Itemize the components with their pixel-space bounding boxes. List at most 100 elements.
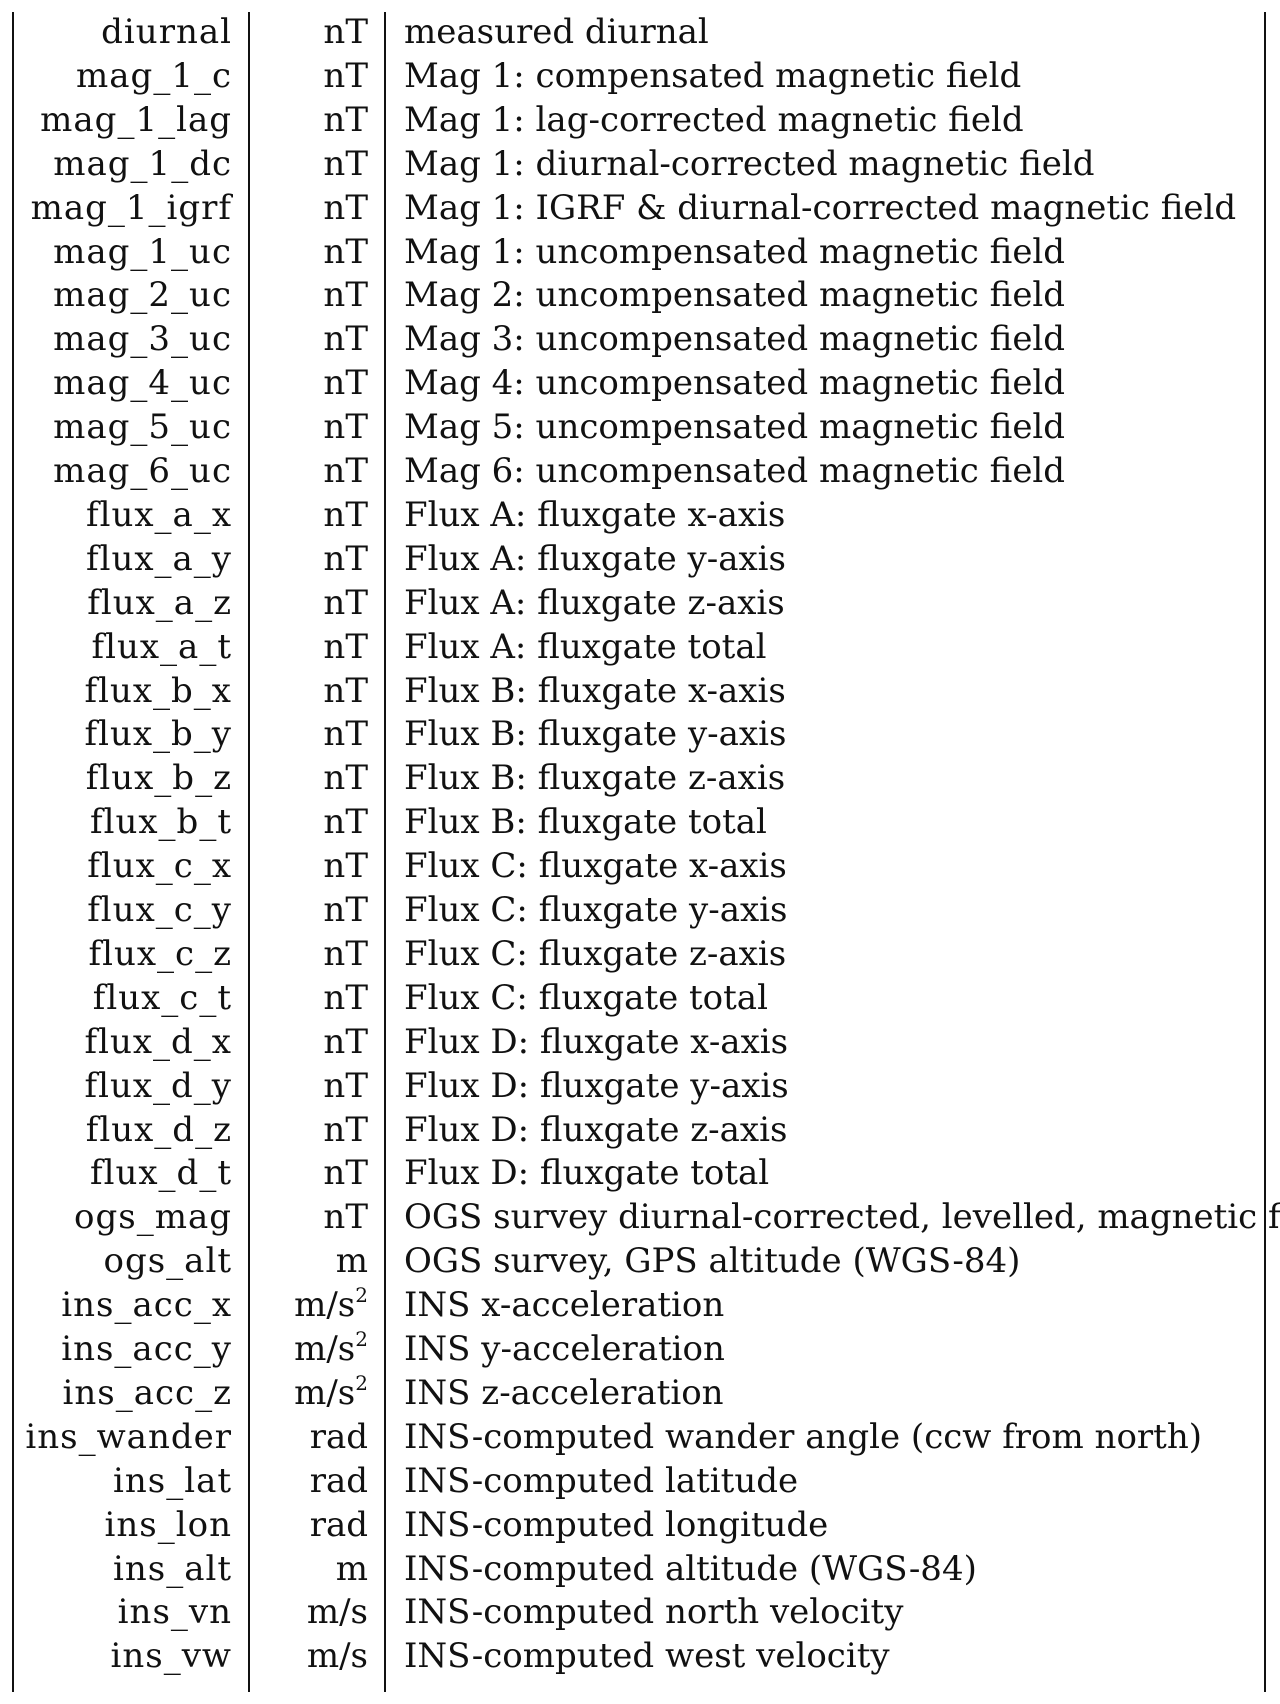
unit-text: nT: [323, 802, 368, 843]
variable-description: Mag 1: lag-corrected magnetic field: [404, 99, 1024, 140]
table-right-border: [1264, 12, 1266, 1692]
variable-name: flux_c_t: [92, 977, 232, 1018]
unit-exponent: 2: [355, 1327, 368, 1351]
table-row: ins_vw m/s INS-computed west velocity: [0, 1634, 1280, 1678]
variable-description: Flux D: fluxgate y-axis: [404, 1065, 789, 1106]
variable-description: Flux A: fluxgate z-axis: [404, 582, 785, 623]
variable-name: flux_b_y: [84, 714, 232, 755]
variable-description: INS-computed north velocity: [404, 1592, 904, 1633]
variable-unit: nT: [256, 317, 368, 361]
variable-description: Flux A: fluxgate y-axis: [404, 538, 787, 579]
variable-name: ins_vw: [110, 1636, 232, 1677]
variable-description: OGS survey diurnal-corrected, levelled, …: [404, 1197, 1280, 1238]
unit-text: m/s: [294, 1372, 356, 1413]
variable-description: INS-computed longitude: [404, 1504, 829, 1545]
variable-name: mag_1_c: [76, 55, 232, 96]
variable-unit: nT: [256, 625, 368, 669]
variable-unit: nT: [256, 361, 368, 405]
variable-name: flux_d_y: [84, 1065, 232, 1106]
variable-unit: nT: [256, 1151, 368, 1195]
variable-name: ins_vn: [117, 1592, 232, 1633]
variable-description: Flux A: fluxgate x-axis: [404, 494, 786, 535]
variable-name: flux_b_z: [85, 758, 232, 799]
unit-text: m/s: [306, 1592, 368, 1633]
unit-text: nT: [323, 1065, 368, 1106]
variable-name: flux_c_y: [87, 890, 232, 930]
variable-unit: nT: [256, 712, 368, 756]
variable-unit: nT: [256, 1195, 368, 1239]
variable-unit: nT: [256, 1020, 368, 1064]
variable-unit: rad: [256, 1503, 368, 1547]
variable-description: Flux A: fluxgate total: [404, 626, 767, 667]
unit-text: nT: [323, 1197, 368, 1238]
table-row: ins_acc_z m/s2 INS z-acceleration: [0, 1371, 1280, 1415]
table-row: ins_vn m/s INS-computed north velocity: [0, 1590, 1280, 1634]
unit-exponent: 2: [355, 1283, 368, 1308]
variable-name: mag_1_dc: [53, 143, 232, 184]
variable-unit: m/s2: [256, 1371, 368, 1415]
unit-text: rad: [309, 1416, 368, 1457]
unit-text: nT: [323, 977, 368, 1018]
variable-description: INS-computed altitude (WGS-84): [404, 1548, 977, 1589]
variable-description: Flux B: fluxgate total: [404, 802, 767, 843]
variable-description: Mag 6: uncompensated magnetic field: [404, 451, 1066, 491]
unit-text: m/s: [294, 1285, 356, 1326]
variable-name: mag_3_uc: [53, 319, 232, 360]
unit-text: m: [335, 1241, 368, 1282]
variable-unit: m: [256, 1547, 368, 1591]
table-left-border: [12, 12, 14, 1692]
variable-description: INS y-acceleration: [404, 1329, 725, 1369]
unit-text: m: [335, 1548, 368, 1589]
variable-unit: rad: [256, 1459, 368, 1503]
unit-text: nT: [323, 626, 368, 667]
variable-name: flux_b_t: [90, 802, 232, 843]
unit-text: rad: [309, 1504, 368, 1545]
variable-name: flux_d_z: [85, 1109, 232, 1150]
variable-description: INS-computed west velocity: [404, 1636, 890, 1677]
unit-text: nT: [323, 231, 368, 272]
unit-text: nT: [323, 1021, 368, 1062]
variable-description: Mag 5: uncompensated magnetic field: [404, 407, 1066, 448]
variable-name: flux_a_z: [87, 582, 232, 623]
variable-description: measured diurnal: [404, 12, 709, 52]
variable-unit: nT: [256, 273, 368, 317]
unit-text: nT: [323, 319, 368, 360]
unit-text: nT: [323, 363, 368, 404]
variable-description: OGS survey, GPS altitude (WGS-84): [404, 1241, 1021, 1282]
variable-description: INS z-acceleration: [404, 1372, 724, 1413]
unit-text: nT: [323, 12, 368, 52]
variable-unit: m/s: [256, 1634, 368, 1678]
unit-text: nT: [323, 1153, 368, 1194]
variable-unit: nT: [256, 449, 368, 493]
variable-name: mag_1_igrf: [30, 187, 232, 228]
variable-description: Flux C: fluxgate y-axis: [404, 890, 788, 930]
unit-text: nT: [323, 846, 368, 887]
unit-exponent: 2: [355, 1370, 368, 1395]
variable-unit: nT: [256, 98, 368, 142]
variable-name: ins_acc_y: [61, 1329, 232, 1369]
variable-name: ins_acc_z: [62, 1372, 232, 1413]
variable-unit: nT: [256, 581, 368, 625]
unit-text: nT: [323, 714, 368, 755]
variable-name: flux_d_x: [84, 1021, 232, 1062]
variable-description: Mag 1: compensated magnetic field: [404, 55, 1022, 96]
unit-text: nT: [323, 758, 368, 799]
unit-text: nT: [323, 55, 368, 96]
variable-unit: m/s2: [256, 1283, 368, 1327]
